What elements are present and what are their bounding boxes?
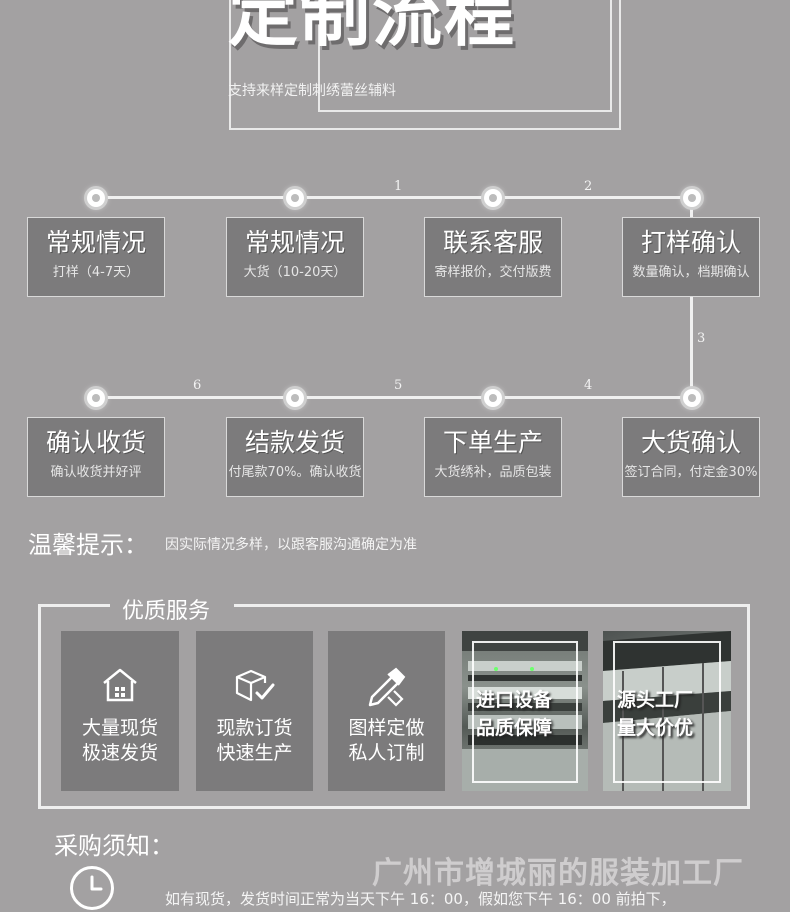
warehouse-icon xyxy=(103,668,137,702)
step-desc: 寄样报价，交付版费 xyxy=(434,265,552,280)
clock-icon xyxy=(70,866,114,910)
machine-illustration xyxy=(462,631,588,791)
flow-dot xyxy=(286,189,304,207)
step-box: 大货确认 签订合同，付定金30% xyxy=(622,417,760,497)
step-box: 确认收货 确认收货并好评 xyxy=(27,417,165,497)
flow-dot xyxy=(484,189,502,207)
step-box: 下单生产 大货绣补，品质包装 xyxy=(424,417,562,497)
equipment-photo: 进口设备 品质保障 xyxy=(462,631,588,791)
step-desc: 签订合同，付定金30% xyxy=(624,465,758,480)
title-frame-outer xyxy=(229,0,621,130)
step-number-4: 4 xyxy=(584,378,593,393)
flow-dot xyxy=(484,389,502,407)
step-desc: 数量确认，档期确认 xyxy=(632,265,750,280)
factory-name: 广州市增城丽的服装加工厂 xyxy=(372,856,744,891)
step-number-1: 1 xyxy=(394,179,403,194)
service-title: 优质服务 xyxy=(122,599,211,624)
step-title: 下单生产 xyxy=(442,428,543,457)
flow-line-top xyxy=(96,196,692,199)
flow-dot xyxy=(683,189,701,207)
purchase-text: 如有现货，发货时间正常为当天下午 16：00，假如您下午 16：00 前拍下， xyxy=(165,890,676,908)
step-desc: 大货（10-20天） xyxy=(243,265,347,280)
flow-dot xyxy=(87,189,105,207)
service-card-line1: 现款订货 xyxy=(216,717,293,739)
step-box: 联系客服 寄样报价，交付版费 xyxy=(424,217,562,297)
box-check-icon xyxy=(235,669,274,702)
step-desc: 付尾款70%。确认收货 xyxy=(228,465,362,480)
service-card-line2: 私人订制 xyxy=(348,742,425,764)
service-card-line1: 图样定做 xyxy=(348,717,425,739)
step-desc: 大货绣补，品质包装 xyxy=(434,465,552,480)
purchase-label: 采购须知： xyxy=(54,832,174,860)
service-card-line2: 极速发货 xyxy=(81,742,158,764)
photo-caption-line2: 品质保障 xyxy=(476,717,553,739)
service-card-line1: 大量现货 xyxy=(81,717,158,739)
factory-photo: 源头工厂 量大价优 xyxy=(603,631,731,791)
step-title: 常规情况 xyxy=(244,228,345,257)
step-number-2: 2 xyxy=(584,179,593,194)
flow-line-bottom xyxy=(96,396,692,399)
flow-dot xyxy=(286,389,304,407)
flow-dot xyxy=(683,389,701,407)
photo-frame xyxy=(472,641,578,783)
photo-frame xyxy=(613,641,721,783)
photo-caption-line1: 源头工厂 xyxy=(617,689,694,711)
step-box: 常规情况 打样（4-7天） xyxy=(27,217,165,297)
step-title: 大货确认 xyxy=(640,428,741,457)
page-subtitle: 支持来样定制刺绣蕾丝辅料 xyxy=(228,83,396,99)
title-frame-inner xyxy=(318,0,612,112)
flow-dot xyxy=(87,389,105,407)
step-number-6: 6 xyxy=(193,378,202,393)
tips-label: 温馨提示： xyxy=(28,531,148,559)
photo-caption-line1: 进口设备 xyxy=(476,689,553,711)
tips-text: 因实际情况多样，以跟客服沟通确定为准 xyxy=(165,537,417,553)
service-card: 图样定做 私人订制 xyxy=(328,631,445,791)
step-box: 常规情况 大货（10-20天） xyxy=(226,217,364,297)
service-card-line2: 快速生产 xyxy=(216,742,293,764)
step-title: 打样确认 xyxy=(640,228,741,257)
step-desc: 打样（4-7天） xyxy=(52,265,140,280)
service-card: 大量现货 极速发货 xyxy=(61,631,179,791)
page-title: 定制流程 xyxy=(228,0,516,56)
step-box: 结款发货 付尾款70%。确认收货 xyxy=(226,417,364,497)
service-card: 现款订货 快速生产 xyxy=(196,631,313,791)
service-title-mask xyxy=(110,592,234,620)
step-number-3: 3 xyxy=(697,331,706,346)
step-number-5: 5 xyxy=(394,378,403,393)
step-title: 常规情况 xyxy=(45,228,146,257)
photo-caption-line2: 量大价优 xyxy=(617,717,694,739)
step-title: 确认收货 xyxy=(45,428,146,457)
service-frame xyxy=(38,604,750,809)
step-desc: 确认收货并好评 xyxy=(50,465,142,480)
step-title: 结款发货 xyxy=(244,428,345,457)
flow-line-right xyxy=(690,198,693,398)
step-title: 联系客服 xyxy=(442,228,543,257)
step-box: 打样确认 数量确认，档期确认 xyxy=(622,217,760,297)
pencil-ruler-icon xyxy=(368,667,405,707)
